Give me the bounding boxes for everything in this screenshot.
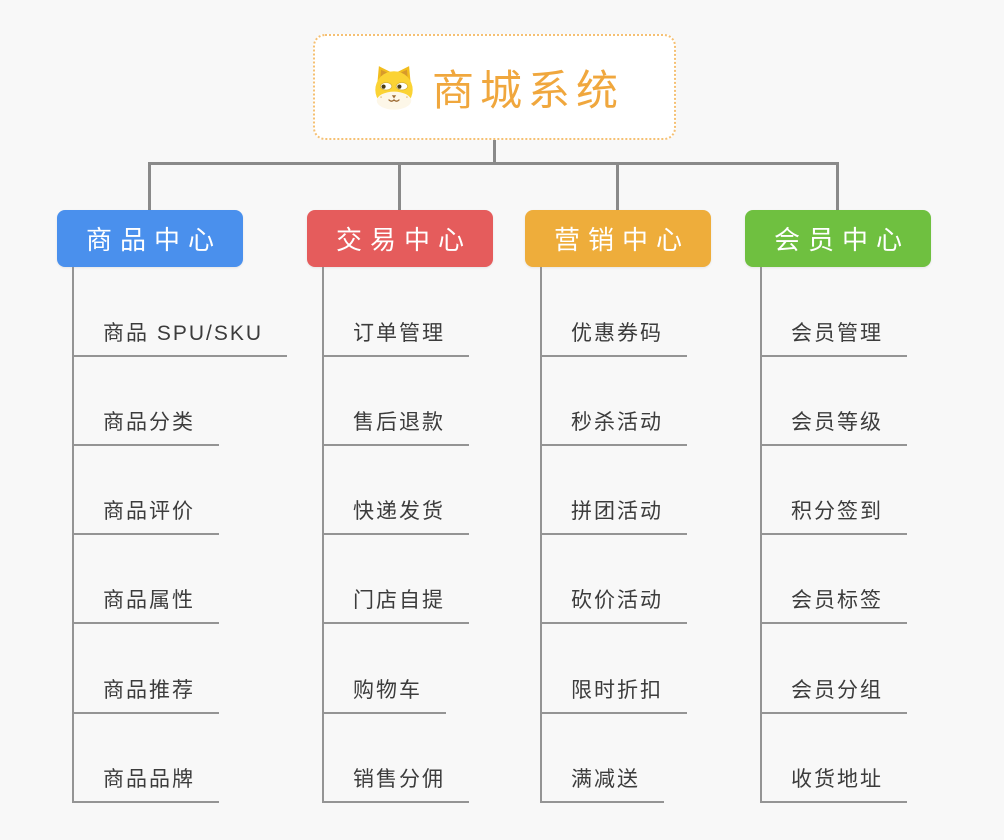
branch-trunk-line <box>72 267 74 803</box>
leaf-node[interactable]: 会员标签 <box>760 586 907 624</box>
leaf-node[interactable]: 售后退款 <box>322 408 469 446</box>
branch-column-marketing: 营销中心 优惠券码 秒杀活动 拼团活动 砍价活动 限时折扣 满减送 <box>525 210 785 810</box>
leaf-node[interactable]: 积分签到 <box>760 497 907 535</box>
doge-icon <box>371 64 417 110</box>
leaf-node[interactable]: 限时折扣 <box>540 676 687 714</box>
connector-drop <box>398 162 401 210</box>
branch-trunk-line <box>322 267 324 803</box>
branch-node-member-center[interactable]: 会员中心 <box>745 210 931 267</box>
leaf-node[interactable]: 会员管理 <box>760 319 907 357</box>
connector-root-stub <box>493 140 496 164</box>
connector-bus <box>148 162 839 165</box>
leaf-node[interactable]: 收货地址 <box>760 765 907 803</box>
leaf-node[interactable]: 满减送 <box>540 765 664 803</box>
leaf-node[interactable]: 拼团活动 <box>540 497 687 535</box>
leaf-node[interactable]: 快递发货 <box>322 497 469 535</box>
leaf-node[interactable]: 会员分组 <box>760 676 907 714</box>
branch-column-member: 会员中心 会员管理 会员等级 积分签到 会员标签 会员分组 收货地址 <box>745 210 1004 810</box>
branch-trunk-line <box>760 267 762 803</box>
branch-node-marketing-center[interactable]: 营销中心 <box>525 210 711 267</box>
leaf-node[interactable]: 商品推荐 <box>72 676 219 714</box>
branch-trunk-line <box>540 267 542 803</box>
leaf-node[interactable]: 会员等级 <box>760 408 907 446</box>
leaf-node[interactable]: 销售分佣 <box>322 765 469 803</box>
branch-label: 营销中心 <box>553 225 690 255</box>
leaf-node[interactable]: 商品分类 <box>72 408 219 446</box>
branch-node-product-center[interactable]: 商品中心 <box>57 210 243 267</box>
root-title: 商城系统 <box>431 66 624 114</box>
connector-drop <box>148 162 151 210</box>
branch-column-product: 商品中心 商品 SPU/SKU 商品分类 商品评价 商品属性 商品推荐 商品品牌 <box>57 210 317 810</box>
leaf-node[interactable]: 秒杀活动 <box>540 408 687 446</box>
branch-label: 会员中心 <box>773 225 910 255</box>
leaf-node[interactable]: 商品评价 <box>72 497 219 535</box>
leaf-node[interactable]: 订单管理 <box>322 319 469 357</box>
leaf-node[interactable]: 购物车 <box>322 676 446 714</box>
branch-label: 商品中心 <box>85 225 222 255</box>
leaf-node[interactable]: 商品品牌 <box>72 765 219 803</box>
leaf-node[interactable]: 商品 SPU/SKU <box>72 319 288 357</box>
leaf-node[interactable]: 优惠券码 <box>540 319 687 357</box>
connector-drop <box>836 162 839 210</box>
branch-column-trade: 交易中心 订单管理 售后退款 快递发货 门店自提 购物车 销售分佣 <box>307 210 567 810</box>
connector-drop <box>616 162 619 210</box>
leaf-node[interactable]: 门店自提 <box>322 586 469 624</box>
branch-label: 交易中心 <box>335 225 472 255</box>
leaf-node[interactable]: 砍价活动 <box>540 586 687 624</box>
root-node[interactable]: 商城系统 <box>313 34 676 140</box>
leaf-node[interactable]: 商品属性 <box>72 586 219 624</box>
branch-node-trade-center[interactable]: 交易中心 <box>307 210 493 267</box>
